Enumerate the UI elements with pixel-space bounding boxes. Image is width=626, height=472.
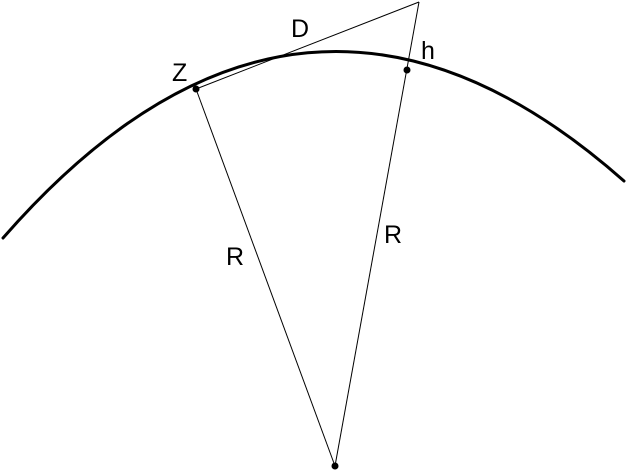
label-h: h: [421, 37, 435, 65]
line-of-sight-d: [195, 1, 420, 90]
radius-line-right: [334, 1, 420, 467]
label-z: Z: [172, 59, 187, 87]
label-r-right: R: [384, 221, 402, 249]
point-h-base: [403, 66, 411, 74]
earth-surface-arc: [1, 49, 626, 240]
point-z: [192, 85, 200, 93]
point-center: [331, 462, 339, 470]
radius-line-left: [195, 88, 336, 467]
label-d: D: [291, 15, 309, 43]
label-r-left: R: [226, 243, 244, 271]
